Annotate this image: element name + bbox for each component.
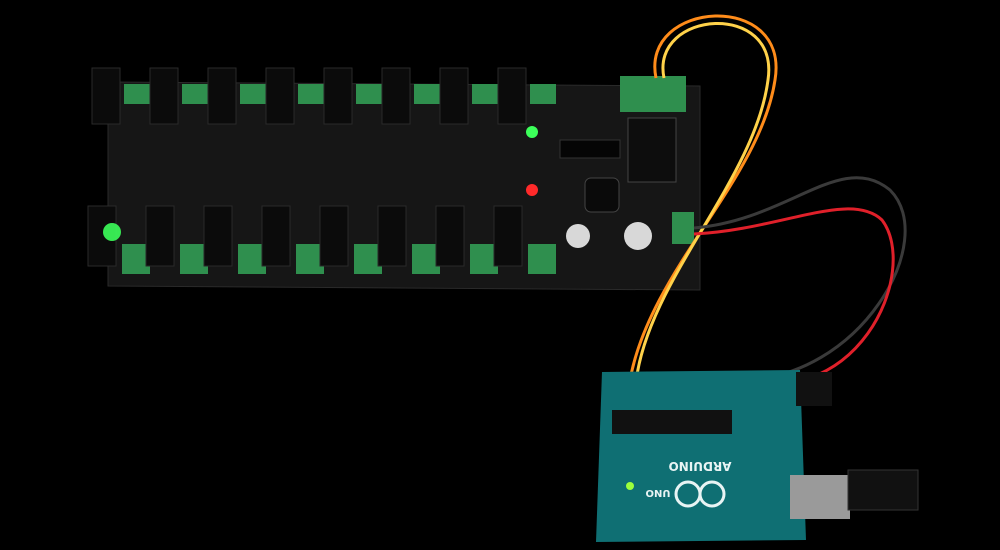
terminal-block-input (672, 212, 694, 244)
arduino-brand: ARDUINO (669, 459, 732, 473)
relay (145, 205, 175, 267)
terminal-block (412, 244, 440, 274)
wire-red (693, 207, 895, 387)
terminal-block (122, 244, 150, 274)
relay (203, 205, 233, 267)
relay (319, 205, 349, 267)
led-red (526, 184, 538, 196)
terminal-block (298, 84, 324, 104)
relay-row-bottom (87, 205, 556, 274)
relay-row-top (91, 67, 556, 125)
relay (439, 67, 469, 125)
terminal-block (238, 244, 266, 274)
terminal-block (414, 84, 440, 104)
relay (149, 67, 179, 125)
power-led (626, 482, 634, 490)
wire-black (693, 176, 907, 382)
relay (261, 205, 291, 267)
terminal-block (180, 244, 208, 274)
driver-ic (559, 139, 621, 159)
terminal-block (472, 84, 498, 104)
relay (377, 205, 407, 267)
relay-board (87, 67, 701, 291)
connector-db9 (627, 117, 677, 183)
arduino-logo (698, 480, 726, 508)
usb-cable (847, 469, 919, 511)
terminal-block (182, 84, 208, 104)
arduino-model: UNO (646, 487, 671, 498)
relay (493, 205, 523, 267)
usb-port (790, 475, 850, 519)
relay (207, 67, 237, 125)
arduino-pcb (596, 370, 806, 542)
capacitor (624, 222, 652, 250)
relay (265, 67, 295, 125)
inductor (584, 177, 620, 213)
led-green (103, 223, 121, 241)
terminal-block (530, 84, 556, 104)
wire-yellow (634, 22, 771, 383)
terminal-block (354, 244, 382, 274)
relay (381, 67, 411, 125)
terminal-block (356, 84, 382, 104)
relay (435, 205, 465, 267)
terminal-block (528, 244, 556, 274)
power-jack (796, 372, 832, 406)
arduino-board: ARDUINO UNO (596, 370, 919, 542)
terminal-block (124, 84, 150, 104)
wire-orange (628, 14, 778, 381)
relay (497, 67, 527, 125)
terminal-block (296, 244, 324, 274)
terminal-block (240, 84, 266, 104)
microcontroller-chip (612, 410, 732, 434)
led-green (526, 126, 538, 138)
relay (323, 67, 353, 125)
terminal-block (470, 244, 498, 274)
capacitor (566, 224, 590, 248)
terminal-block-power (620, 76, 686, 112)
relay (91, 67, 121, 125)
